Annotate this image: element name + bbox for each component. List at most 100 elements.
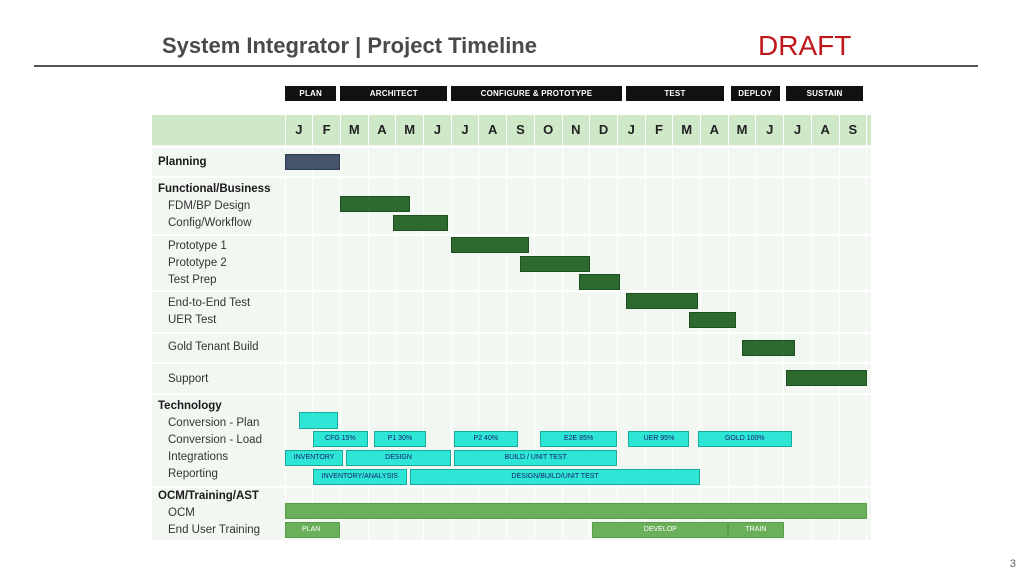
row-label-conversion-plan: Conversion - Plan	[168, 417, 260, 429]
row-label-test-prep: Test Prep	[168, 274, 217, 286]
grid-vline	[589, 115, 591, 540]
month-label: J	[766, 122, 774, 137]
task-bar-uer-test	[689, 312, 737, 328]
month-label: M	[681, 122, 693, 137]
grid-vline	[506, 115, 508, 540]
phase-sustain: SUSTAIN	[786, 86, 863, 101]
grid-vline	[478, 115, 480, 540]
row-label-end-user-training: End User Training	[168, 524, 261, 536]
row-label-ocm: OCM	[168, 507, 195, 519]
grid-row-separator	[152, 176, 871, 178]
task-bar-conversion-load-gold-100: GOLD 100%	[697, 431, 792, 447]
row-label-config-workflow: Config/Workflow	[168, 217, 252, 229]
row-label-end-to-end-test: End-to-End Test	[168, 297, 251, 309]
month-label: A	[820, 122, 830, 137]
month-label: F	[322, 122, 331, 137]
grid-vline	[450, 115, 452, 540]
grid-vline	[672, 115, 674, 540]
month-label: O	[543, 122, 554, 137]
month-label: A	[709, 122, 720, 137]
phase-deploy: DEPLOY	[730, 86, 780, 101]
month-label: J	[433, 122, 441, 137]
month-label: J	[793, 122, 802, 137]
task-bar-end-user-training-train: TRAIN	[728, 522, 784, 538]
month-label: J	[295, 122, 303, 137]
month-label: M	[348, 122, 360, 137]
month-header	[152, 115, 871, 145]
month-label: N	[571, 122, 581, 137]
title-divider	[34, 65, 978, 67]
grid-vline	[616, 115, 618, 540]
row-label-conversion-load: Conversion - Load	[168, 434, 262, 446]
draft-label: DRAFT	[758, 30, 852, 61]
task-bar-prototype-2	[520, 256, 590, 272]
phase-test: TEST	[625, 86, 725, 101]
task-bar-ocm	[285, 503, 867, 519]
row-label-technology: Technology	[158, 400, 222, 412]
grid-vline	[838, 115, 840, 540]
task-bar-reporting-inventory-analysis: INVENTORY/ANALYSIS	[312, 469, 407, 485]
task-bar-planning	[285, 154, 341, 170]
month-label: A	[488, 122, 498, 137]
page-title: System Integrator | Project Timeline	[162, 33, 537, 58]
grid-vline	[312, 115, 314, 540]
row-label-functional-business: Functional/Business	[158, 183, 271, 195]
phase-configure-prototype: CONFIGURE & PROTOTYPE	[451, 86, 622, 101]
grid-vline	[561, 115, 563, 540]
task-bar-fdm-bp-design	[340, 196, 410, 212]
task-bar-support	[786, 370, 867, 386]
task-bar-integrations-inventory: INVENTORY	[285, 450, 344, 466]
task-bar-reporting-design-build-unit-test: DESIGN/BUILD/UNIT TEST	[409, 469, 701, 485]
task-bar-conversion-load-cfg-15: CFG 15%	[312, 431, 369, 447]
grid-vline	[339, 115, 341, 540]
row-label-uer-test: UER Test	[168, 314, 217, 326]
grid-row-separator	[152, 486, 871, 488]
grid-row-separator	[152, 332, 871, 334]
grid-vline	[367, 115, 369, 540]
phase-architect: ARCHITECT	[340, 86, 448, 101]
month-label: M	[404, 122, 416, 137]
grid-vline	[755, 115, 757, 540]
phase-plan: PLAN	[285, 86, 337, 101]
task-bar-test-prep	[578, 274, 621, 290]
row-label-fdm-bp-design: FDM/BP Design	[168, 200, 251, 212]
month-label: S	[516, 122, 525, 137]
month-label: M	[736, 122, 748, 137]
grid-vline	[533, 115, 535, 540]
month-label: J	[627, 122, 635, 137]
row-label-reporting: Reporting	[168, 468, 218, 480]
grid-vline	[810, 115, 812, 540]
grid-row-separator	[152, 393, 871, 395]
grid-vline	[285, 115, 286, 540]
grid-vline	[423, 115, 424, 540]
month-label: S	[848, 122, 858, 137]
grid-vline	[284, 115, 286, 540]
grid-vline	[866, 115, 868, 540]
task-bar-integrations-design: DESIGN	[345, 450, 452, 466]
task-bar-end-user-training-develop: DEVELOP	[592, 522, 729, 538]
row-label-gold-tenant-build: Gold Tenant Build	[168, 341, 259, 353]
row-label-planning: Planning	[158, 156, 207, 168]
task-bar-prototype-1	[451, 237, 529, 253]
task-bar-conversion-load-e2e-85: E2E 85%	[539, 431, 618, 447]
month-label: F	[654, 122, 663, 137]
grid-row-separator	[152, 234, 871, 236]
task-bar-end-to-end-test	[625, 293, 698, 309]
task-bar-conversion-load-uer-95: UER 95%	[628, 431, 690, 447]
task-bar-gold-tenant-build	[742, 340, 795, 356]
page-number: 3	[1009, 558, 1016, 570]
task-bar-end-user-training-plan: PLAN	[285, 522, 341, 538]
grid-vline	[783, 115, 785, 540]
row-label-integrations: Integrations	[168, 451, 229, 463]
task-bar-integrations-build-unit-test: BUILD / UNIT TEST	[453, 450, 618, 466]
grid-row-separator	[152, 362, 871, 364]
task-bar-conversion-load-p1-30: P1 30%	[373, 431, 427, 447]
task-bar-conversion-plan	[298, 412, 338, 429]
month-label: J	[461, 122, 469, 137]
row-label-ocm-training-ast: OCM/Training/AST	[158, 490, 259, 502]
task-bar-conversion-load-p2-40: P2 40%	[453, 431, 518, 447]
grid-vline	[644, 115, 646, 540]
month-label: A	[377, 122, 387, 137]
grid-row-separator	[152, 146, 871, 148]
task-bar-config-workflow	[393, 215, 449, 231]
